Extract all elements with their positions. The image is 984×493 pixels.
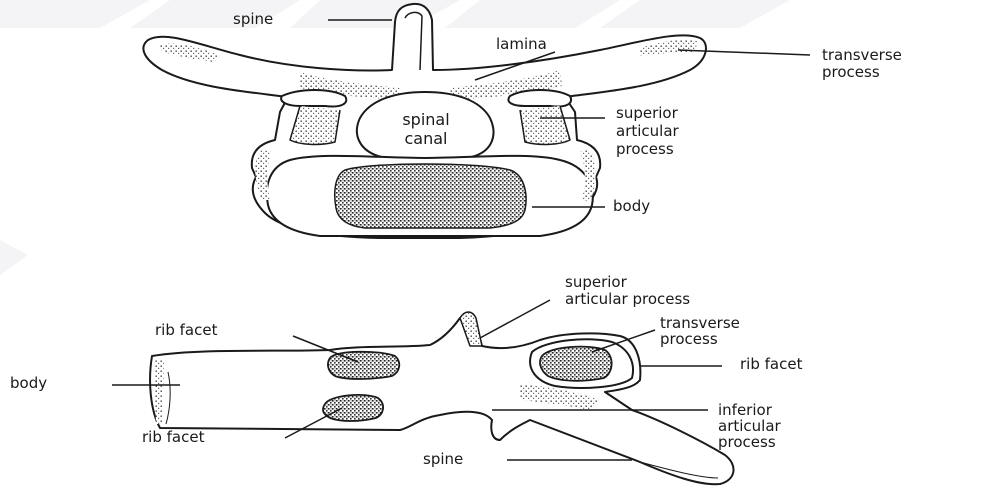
label-spine-top: spine	[233, 12, 273, 27]
label-spine-side: spine	[423, 452, 463, 467]
side-rib-facet-upper	[328, 352, 399, 379]
label-superior-articular-process-top: superior articular process	[616, 104, 679, 158]
label-lamina: lamina	[496, 37, 547, 52]
top-left-articular	[281, 90, 346, 107]
label-body-side: body	[10, 376, 47, 391]
label-rib-facet-lower: rib facet	[142, 430, 204, 445]
top-right-articular	[508, 90, 571, 107]
label-spinal-canal: spinal canal	[383, 110, 469, 148]
label-body-top: body	[613, 199, 650, 214]
label-inferior-articular-process: inferior articular process	[718, 402, 781, 450]
label-transverse-process-side: transverse process	[660, 315, 740, 347]
side-rib-facet-lower	[323, 395, 383, 421]
label-superior-articular-process-side: superior articular process	[565, 274, 690, 308]
label-rib-facet-right: rib facet	[740, 357, 802, 372]
label-transverse-process-top: transverse process	[822, 47, 902, 81]
top-body-centrum	[335, 164, 526, 228]
label-rib-facet-upper: rib facet	[155, 323, 217, 338]
side-rib-facet-right	[540, 347, 612, 381]
